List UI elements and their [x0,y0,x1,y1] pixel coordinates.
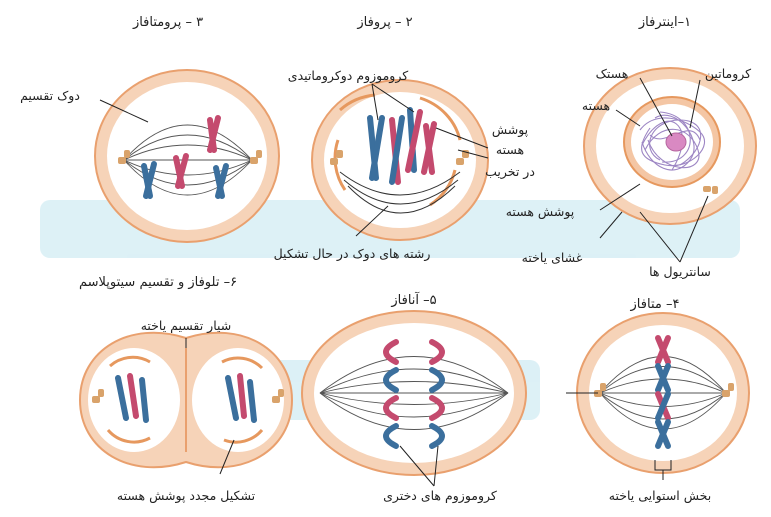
label-dyad-chromosome: کروموزوم دوکروماتیدی [288,68,408,84]
label-daughter-chromosomes: کروموزوم های دختری [383,488,497,504]
title-metaphase: ۴– متافاز [630,297,680,312]
label-spindle-forming: رشته های دوک در حال تشکیل [274,246,431,262]
label-envelope-reform: تشکیل مجدد پوشش هسته [117,488,256,504]
title-prometaphase: ۳ – پرومتافاز [132,15,203,30]
label-cleavage-furrow: شیار تقسیم یاخته [141,318,232,334]
label-breakdown-2: هسته [496,142,524,157]
title-anaphase: ۵– آنافاز [390,291,436,308]
label-spindle: دوک تقسیم [20,88,80,104]
label-breakdown-1: پوشش [492,122,529,138]
prophase-cell [312,80,488,240]
metaphase-cell [566,313,749,480]
label-breakdown-3: در تخریب [485,164,535,180]
title-telophase: ۶– تلوفاز و تقسیم سیتوپلاسم [79,275,237,290]
label-chromatin: کروماتین [705,66,751,82]
telophase-cell [80,333,292,474]
label-nuclear-envelope: پوشش هسته [506,204,575,220]
anaphase-cell [302,311,526,486]
label-cell-membrane: غشای یاخته [522,250,583,265]
label-nucleolus: هستک [596,66,629,81]
nucleolus [666,133,686,151]
title-prophase: ۲ – پروفاز [356,15,412,30]
label-nucleus: هسته [582,98,610,113]
label-centrioles: سانتریول ها [649,264,711,280]
title-interphase: ۱–اینترفاز [638,15,691,30]
label-equatorial: بخش استوایی یاخته [609,488,711,504]
prometaphase-cell [95,70,279,242]
